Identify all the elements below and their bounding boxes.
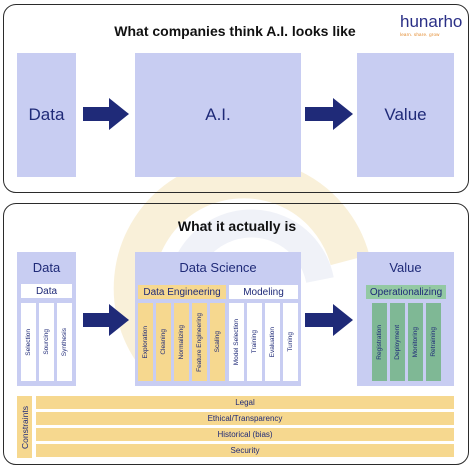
data-box-heading: Data [32, 260, 61, 275]
top-data-box: Data [17, 53, 76, 177]
model-col-model-selection: Model Selection [229, 303, 244, 381]
value-box-heading: Value [389, 260, 422, 275]
eng-col-exploration: Exploration [138, 303, 153, 381]
data-box-subheading: Data [21, 284, 72, 298]
model-col-tuning: Tuning [283, 303, 298, 381]
modeling-heading: Modeling [229, 285, 298, 299]
bottom-panel-title: What it actually is [177, 218, 297, 234]
bottom-panel [3, 203, 469, 465]
top-arrow-right-icon-2 [305, 98, 353, 130]
logo-text: hunarho [400, 12, 463, 31]
constraint-legal: Legal [36, 396, 454, 409]
constraint-ethical-transparency: Ethical/Transparency [36, 412, 454, 425]
constraint-security: Security [36, 444, 454, 457]
model-col-training: Training [247, 303, 262, 381]
eng-col-cleaning: Cleaning [156, 303, 171, 381]
logo: hunarho learn. share. grow [400, 12, 466, 42]
eng-col-feature-engineering: Feature Engineering [192, 303, 207, 381]
top-arrow-right-icon-1 [83, 98, 129, 130]
constraint-historical-bias: Historical (bias) [36, 428, 454, 441]
top-panel [3, 4, 469, 193]
value-col-registration: Registration [372, 303, 387, 381]
bottom-arrow-right-icon-2 [305, 304, 353, 336]
data-col-sourcing: Sourcing [39, 303, 54, 381]
data-engineering-heading: Data Engineering [138, 285, 226, 299]
bottom-arrow-right-icon-1 [83, 304, 129, 336]
value-col-monitoring: Monitoring [408, 303, 423, 381]
data-col-selection: Selection [21, 303, 36, 381]
value-col-retraining: Retraining [426, 303, 441, 381]
top-panel-title: What companies think A.I. looks like [114, 23, 356, 39]
logo-tagline: learn. share. grow [400, 32, 440, 37]
operationalizing-heading: Operationalizing [366, 285, 446, 299]
data-science-heading: Data Science [179, 260, 257, 275]
top-value-box: Value [357, 53, 454, 177]
top-ai-box: A.I. [135, 53, 301, 177]
constraints-label: Constraints [17, 396, 32, 458]
data-col-synthesis: Synthesis [57, 303, 72, 381]
eng-col-scaling: Scaling [210, 303, 225, 381]
value-col-deployment: Deployment [390, 303, 405, 381]
model-col-evaluation: Evaluation [265, 303, 280, 381]
eng-col-normalizing: Normalizing [174, 303, 189, 381]
